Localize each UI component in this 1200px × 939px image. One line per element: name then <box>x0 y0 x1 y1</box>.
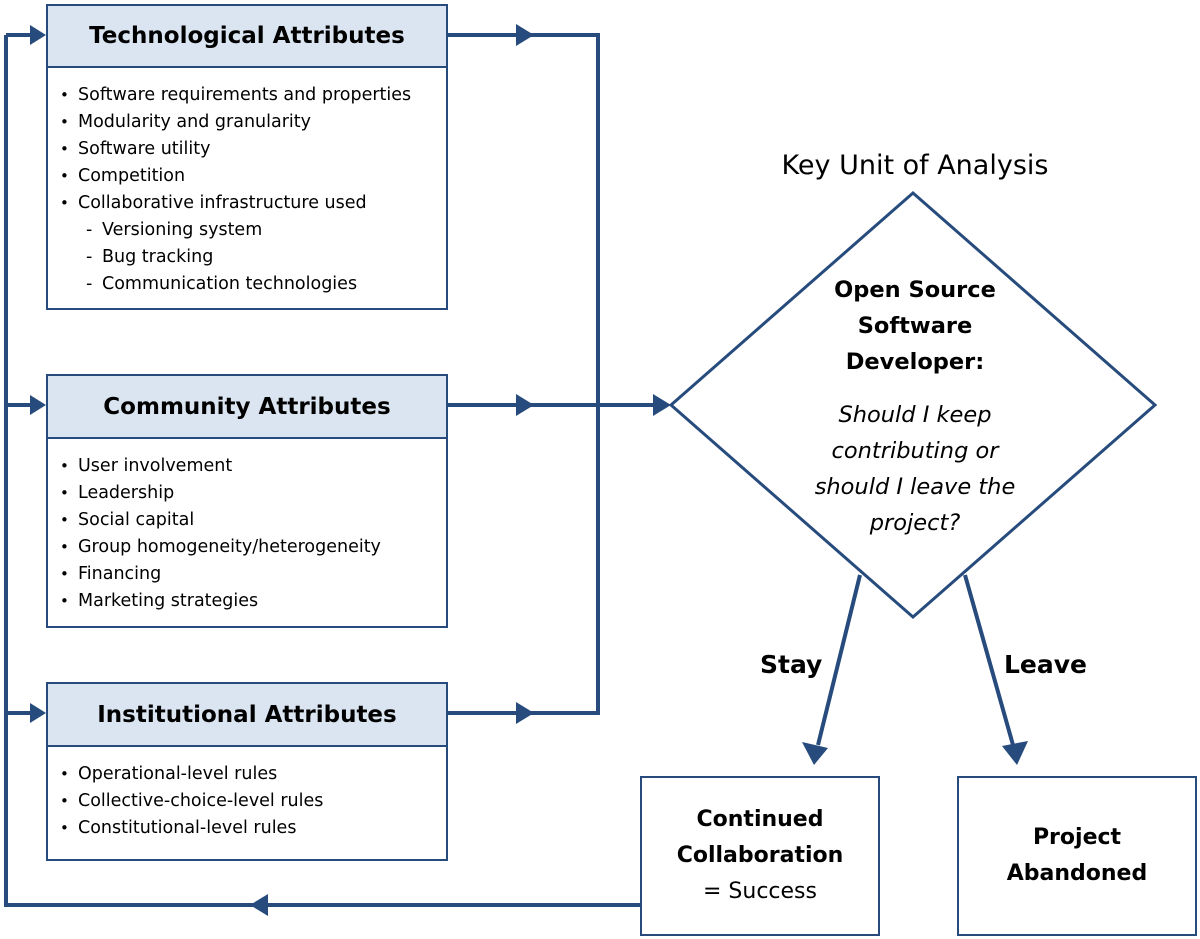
list-item: User involvement <box>60 453 381 480</box>
decision-question: Should I keep contributing or should I l… <box>770 397 1060 541</box>
outcome-line: Collaboration <box>676 843 844 868</box>
decision-subject: Open Source Software Developer: <box>770 272 1060 380</box>
arrow-stay-head <box>802 742 828 765</box>
feedback-line <box>4 35 640 907</box>
decision-question-line: contributing or <box>831 438 999 464</box>
arrow-to-tech <box>30 25 46 45</box>
technological-attributes-box: Technological Attributes Software requir… <box>46 4 448 310</box>
list-item: Modularity and granularity <box>60 109 411 136</box>
continued-collaboration-box: Continued Collaboration = Success <box>640 776 880 936</box>
institutional-attributes-title: Institutional Attributes <box>48 684 446 747</box>
list-item: Software requirements and properties <box>60 82 411 109</box>
list-item: Financing <box>60 561 381 588</box>
decision-question-line: Should I keep <box>838 402 992 428</box>
arrow-feedback <box>250 894 268 916</box>
list-item: Operational-level rules <box>60 761 323 788</box>
leave-arrow-line <box>963 574 1015 746</box>
list-item: Software utility <box>60 136 411 163</box>
sub-list-item: Bug tracking <box>78 244 411 271</box>
stay-arrow-line <box>816 574 862 746</box>
outcome-line: = Success <box>703 879 817 904</box>
key-unit-heading: Key Unit of Analysis <box>781 150 1049 181</box>
arrow-to-community <box>30 395 46 415</box>
outcome-line: Abandoned <box>1006 861 1148 886</box>
community-attributes-title: Community Attributes <box>48 376 446 439</box>
sub-list-item: Communication technologies <box>78 271 411 298</box>
decision-subject-line: Software <box>857 313 973 339</box>
arrow-leave-head <box>1002 741 1028 765</box>
list-item: Social capital <box>60 507 381 534</box>
list-item: Leadership <box>60 480 381 507</box>
decision-diamond <box>668 191 1158 619</box>
arrow-tech-out <box>516 24 534 46</box>
outcome-line: Continued <box>696 807 824 832</box>
community-attributes-list: User involvement Leadership Social capit… <box>60 453 381 615</box>
arrow-into-diamond <box>653 394 671 416</box>
sub-list-item: Versioning system <box>78 217 411 244</box>
decision-subject-line: Developer: <box>845 349 985 375</box>
decision-question-line: project? <box>869 510 961 536</box>
arrow-community-out <box>516 394 534 416</box>
arrow-institutional-out <box>516 702 534 724</box>
list-item: Constitutional-level rules <box>60 815 323 842</box>
institutional-attributes-box: Institutional Attributes Operational-lev… <box>46 682 448 861</box>
list-item: Competition <box>60 163 411 190</box>
technological-attributes-list: Software requirements and properties Mod… <box>60 82 411 298</box>
arrow-to-institutional <box>30 703 46 723</box>
list-item: Group homogeneity/heterogeneity <box>60 534 381 561</box>
community-attributes-box: Community Attributes User involvement Le… <box>46 374 448 628</box>
list-item: Marketing strategies <box>60 588 381 615</box>
decision-question-line: should I leave the <box>814 474 1016 500</box>
institutional-attributes-list: Operational-level rules Collective-choic… <box>60 761 323 842</box>
technological-attributes-title: Technological Attributes <box>48 6 446 68</box>
leave-label: Leave <box>1004 650 1088 679</box>
list-item: Collective-choice-level rules <box>60 788 323 815</box>
outcome-line: Project <box>1032 825 1122 850</box>
project-abandoned-box: Project Abandoned <box>957 776 1197 936</box>
list-item: Collaborative infrastructure used <box>60 190 411 217</box>
stay-label: Stay <box>760 650 823 679</box>
tech-to-bus <box>448 33 600 715</box>
decision-subject-line: Open Source <box>834 277 996 303</box>
